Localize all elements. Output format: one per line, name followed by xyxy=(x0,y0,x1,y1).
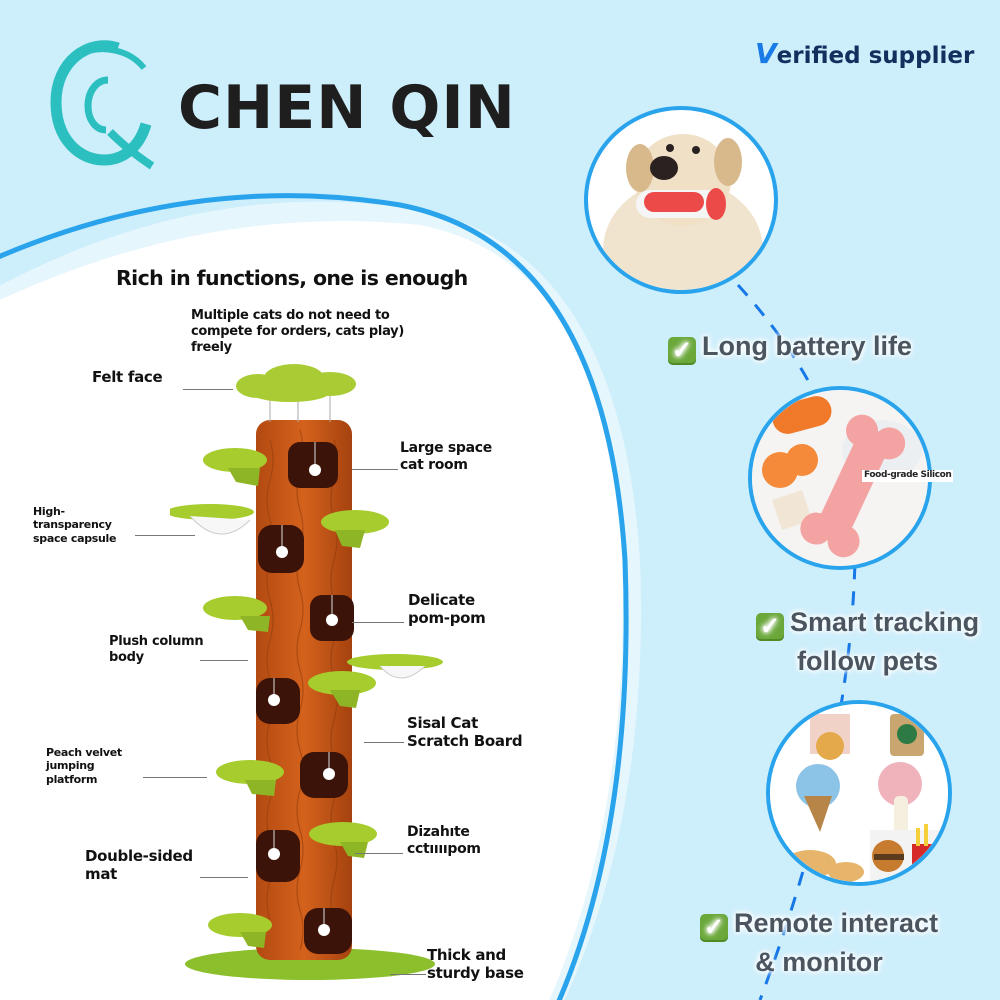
callout-base: Thick and sturdy base xyxy=(427,946,524,983)
leader-line xyxy=(355,853,403,854)
brand-name: CHEN QIN xyxy=(178,73,516,143)
callout-large-space: Large space cat room xyxy=(400,440,492,474)
callout-pom-pom: Delicate pom-pom xyxy=(408,591,486,628)
callout-plush-column: Plush column body xyxy=(109,634,204,665)
leader-line xyxy=(352,622,404,623)
leader-line xyxy=(200,877,248,878)
callout-sisal: Sisal Cat Scratch Board xyxy=(407,714,523,751)
callout-double-sided: Double-sided mat xyxy=(85,847,193,884)
verified-supplier-badge: Verified supplier xyxy=(755,37,975,70)
leader-line xyxy=(183,389,233,390)
leader-line xyxy=(352,469,398,470)
callout-felt-face: Felt face xyxy=(92,368,163,386)
check-mark-icon: ✓ xyxy=(700,914,728,942)
felt-face-top xyxy=(236,364,356,422)
photo-dog-with-chew-toy xyxy=(584,106,778,294)
chen-qin-logo-icon xyxy=(50,40,155,170)
photo-caption: Food-grade Silicon xyxy=(862,470,954,482)
check-mark-icon: ✓ xyxy=(668,337,696,365)
cat-tree-illustration xyxy=(170,364,443,980)
cat-tree-base xyxy=(185,948,435,980)
dashed-connector xyxy=(736,283,857,1000)
dog-icon xyxy=(603,134,763,290)
jumping-platforms xyxy=(170,448,443,948)
callout-peach-velvet: Peach velvet jumping platform xyxy=(46,746,122,786)
photo-plush-food-toys xyxy=(766,700,952,886)
leader-line xyxy=(143,777,207,778)
product-headline: Rich in functions, one is enough xyxy=(116,266,468,290)
leader-line xyxy=(135,535,195,536)
verified-check-icon: V xyxy=(755,37,777,70)
leader-line xyxy=(364,742,404,743)
callout-garbled: Dizahıte cctııııpom xyxy=(407,824,481,858)
feature-long-battery-life: ✓Long battery life xyxy=(668,327,912,366)
leader-line xyxy=(390,974,426,975)
leader-line xyxy=(200,660,248,661)
plush-toys-icon xyxy=(770,704,948,882)
feature-smart-tracking: ✓Smart tracking follow pets xyxy=(756,603,979,681)
callout-multiple-cats: Multiple cats do not need to compete for… xyxy=(191,308,404,355)
callout-capsule: High- transparency space capsule xyxy=(33,505,117,545)
cat-room-holes xyxy=(256,442,354,954)
check-mark-icon: ✓ xyxy=(756,613,784,641)
feature-remote-interact: ✓Remote interact & monitor xyxy=(700,904,938,982)
panel-blue-arc xyxy=(0,193,629,1000)
